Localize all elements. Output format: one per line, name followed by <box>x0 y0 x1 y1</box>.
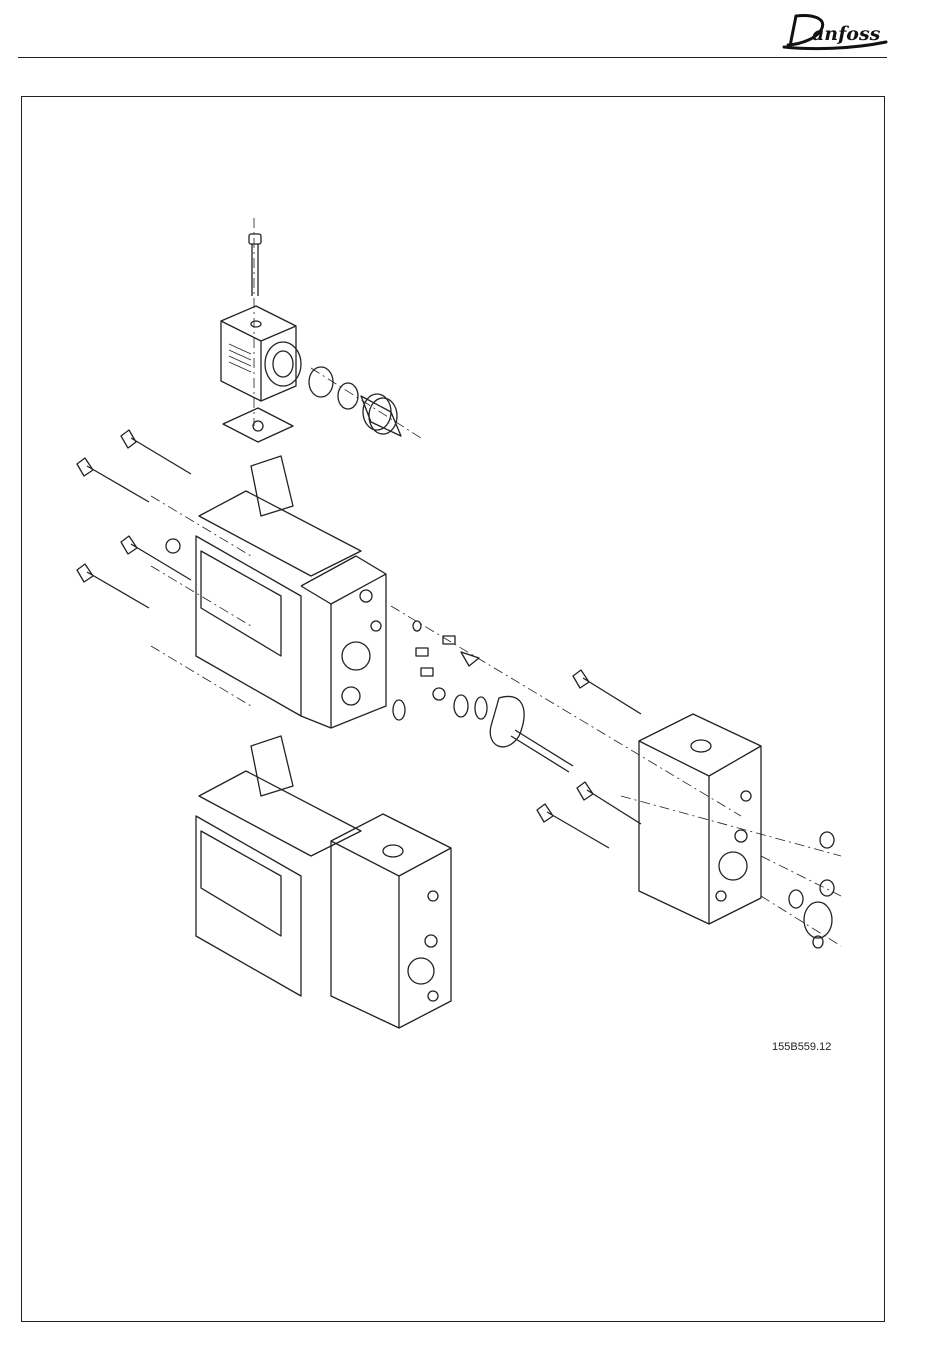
header-rule <box>18 57 887 58</box>
figure-code: 155B559.12 <box>772 1041 831 1053</box>
valve-body-assembled <box>196 736 451 1028</box>
adapter-block-right <box>639 714 761 924</box>
washer <box>309 367 333 397</box>
right-o-rings <box>789 832 834 948</box>
top-screw <box>249 234 261 296</box>
o-ring <box>338 383 358 409</box>
valve-body-upper <box>196 456 386 728</box>
logo-wordmark: anfoss <box>812 23 881 45</box>
small-parts <box>393 621 573 772</box>
bolts-right <box>537 670 641 848</box>
connector-gasket <box>223 408 293 442</box>
cable-gland <box>361 394 401 436</box>
danfoss-logo-icon: anfoss <box>782 12 888 52</box>
exploded-valve-drawing <box>21 96 885 1322</box>
danfoss-logo: anfoss <box>782 12 888 52</box>
bolts-left <box>77 430 191 608</box>
plug-connector <box>221 306 301 401</box>
